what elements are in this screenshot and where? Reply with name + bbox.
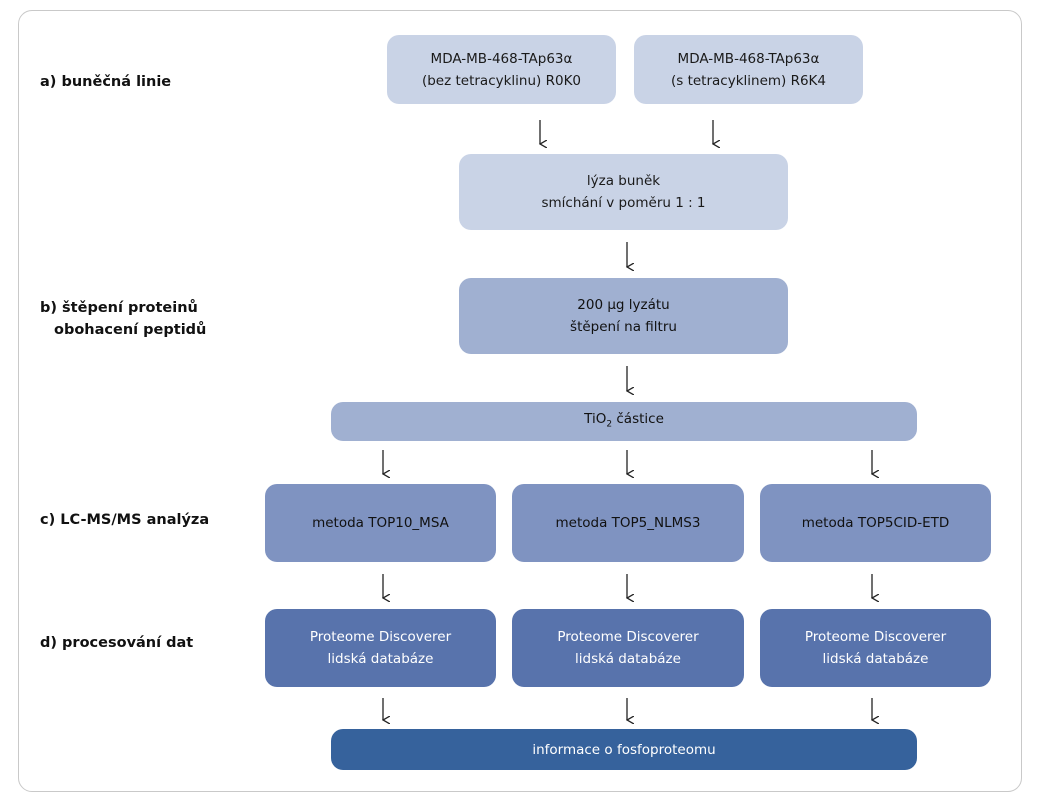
digestion-line2: štěpení na filtru [570, 319, 677, 335]
digestion-box: 200 µg lyzátu štěpení na filtru [459, 278, 788, 354]
cell-line-control-name: MDA-MB-468-TAp63α [430, 50, 573, 67]
stage-label-digestion-line2: obohacení peptidů [54, 322, 207, 338]
cell-line-control-condition: (bez tetracyklinu) R0K0 [421, 72, 582, 89]
processing-software: Proteome Discoverer [557, 629, 699, 645]
method-box-top5cid-etd: metoda TOP5CID-ETD [760, 484, 991, 562]
processing-software: Proteome Discoverer [804, 629, 947, 645]
processing-database: lidská databáze [822, 651, 929, 667]
processing-box-3: Proteome Discoverer lidská databáze [760, 609, 991, 687]
processing-database: lidská databáze [575, 651, 681, 667]
method-label: metoda TOP5_NLMS3 [555, 515, 701, 531]
processing-box-2: Proteome Discoverer lidská databáze [512, 609, 744, 687]
cell-line-tetracycline-condition: (s tetracyklinem) R6K4 [670, 72, 827, 89]
result-label: informace o fosfoproteomu [532, 741, 716, 758]
processing-box-1: Proteome Discoverer lidská databáze [265, 609, 496, 687]
diagram-frame [18, 10, 1022, 792]
method-label: metoda TOP5CID-ETD [801, 515, 950, 531]
cell-line-box-control: MDA-MB-468-TAp63α (bez tetracyklinu) R0K… [387, 35, 616, 104]
stage-label-digestion-line1: b) štěpení proteinů [40, 300, 198, 316]
stage-label-cell-line: a) buněčná linie [40, 74, 172, 90]
processing-software: Proteome Discoverer [309, 629, 452, 645]
method-box-top5-nlms3: metoda TOP5_NLMS3 [512, 484, 744, 562]
digestion-line1: 200 µg lyzátu [577, 297, 670, 313]
enrichment-prefix: TiO [584, 410, 607, 427]
enrichment-box: TiO2 částice [331, 402, 917, 441]
processing-database: lidská databáze [327, 651, 434, 667]
enrichment-subscript: 2 [606, 419, 613, 430]
lysis-line1: lýza buněk [586, 173, 661, 189]
lysis-box: lýza buněk smíchání v poměru 1 : 1 [459, 154, 788, 230]
stage-label-processing: d) procesování dat [40, 635, 194, 651]
stage-label-digestion: b) štěpení proteinů obohacení peptidů [40, 297, 206, 341]
method-label: metoda TOP10_MSA [312, 515, 449, 531]
stage-label-lcms: c) LC-MS/MS analýza [40, 512, 210, 528]
enrichment-label: TiO2 částice [584, 408, 664, 436]
cell-line-tetracycline-name: MDA-MB-468-TAp63α [677, 50, 820, 67]
cell-line-box-tetracycline: MDA-MB-468-TAp63α (s tetracyklinem) R6K4 [634, 35, 863, 104]
result-box: informace o fosfoproteomu [331, 729, 917, 770]
enrichment-suffix: částice [612, 410, 664, 427]
method-box-top10-msa: metoda TOP10_MSA [265, 484, 496, 562]
lysis-line2: smíchání v poměru 1 : 1 [541, 195, 706, 211]
